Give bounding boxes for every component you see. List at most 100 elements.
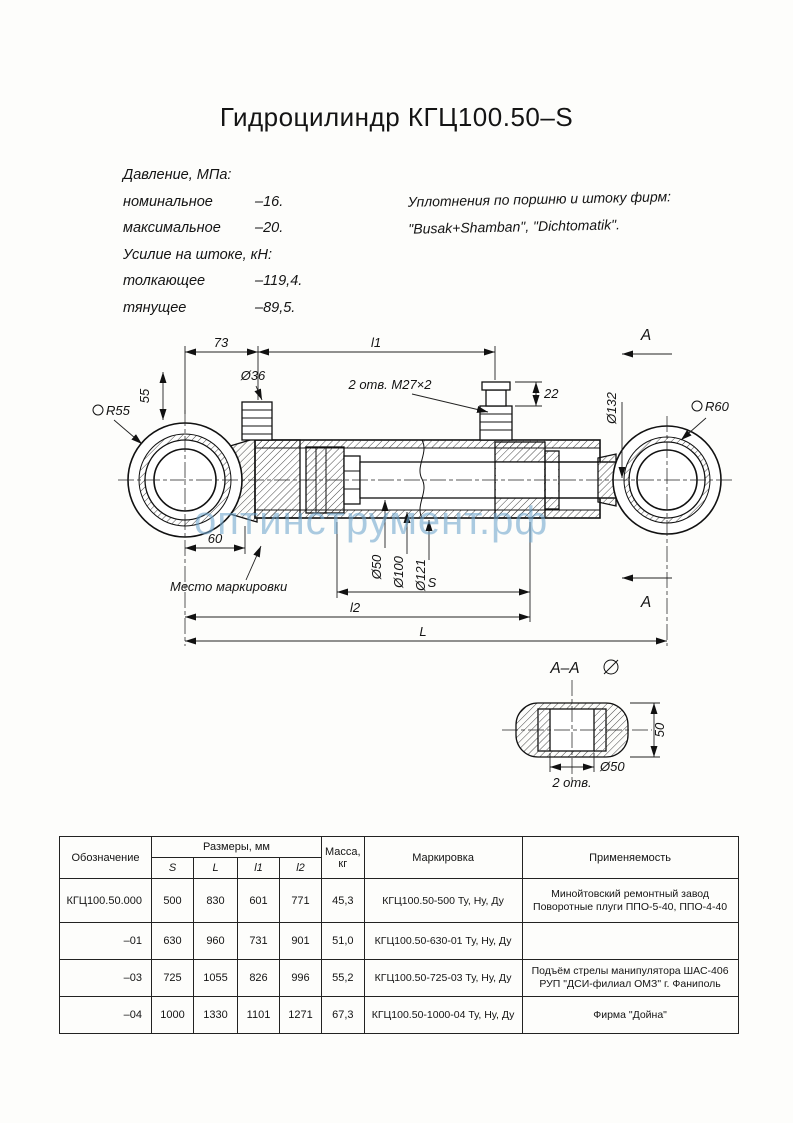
seals-note-line2: "Busak+Shamban", "Dichtomatik". [408, 216, 621, 237]
dim-d121-label: Ø121 [413, 559, 428, 592]
cell-l2: 901 [279, 922, 322, 960]
cell-l: 1055 [193, 959, 238, 997]
header-mass-line2: кг [338, 857, 348, 870]
cell-designation: –01 [59, 922, 152, 960]
page-title: Гидроцилиндр КГЦ100.50–S [219, 102, 574, 132]
nominal-label: номинальное [123, 193, 213, 210]
cell-l2: 1271 [279, 996, 322, 1034]
section-letter-bottom: А [640, 594, 651, 611]
table-row: –03 725 1055 826 996 55,2 КГЦ100.50-725-… [59, 959, 739, 997]
dim-holes-m27-label: 2 отв. М27×2 [347, 377, 432, 392]
pressure-nominal: номинальное –16. [123, 189, 338, 216]
seals-note: Уплотнения по поршню и штоку фирм: "Busa… [407, 183, 672, 243]
application-line2: РУП "ДСИ-филиал ОМЗ" г. Фаниполь [539, 978, 721, 990]
push-value: –119,4. [255, 273, 303, 290]
header-marking: Маркировка [363, 836, 523, 879]
tube-wall-top-hatch [255, 440, 600, 448]
cell-marking: КГЦ100.50-1000-04 Ту, Ну, Ду [363, 996, 523, 1034]
section-dim-d50-label: Ø50 [599, 759, 625, 774]
dim-55-label: 55 [137, 388, 152, 403]
pressure-header-text: Давление, МПа: [123, 167, 232, 183]
application-line1: Подъём стрелы манипулятора ШАС-406 [531, 965, 729, 977]
cell-application: Подъём стрелы манипулятора ШАС-406 РУП "… [521, 959, 739, 997]
roughness-symbol-left [92, 404, 104, 416]
header-s: S [151, 857, 194, 879]
specs-block: Давление, МПа: номинальное –16. максималь… [123, 162, 338, 322]
left-port [241, 401, 273, 441]
r60-label: R60 [705, 399, 730, 414]
cell-designation: КГЦ100.50.000 [59, 878, 152, 923]
header-dimensions: Размеры, мм [151, 836, 322, 858]
force-header-text: Усилие на штоке, кН: [123, 246, 273, 263]
right-port [479, 381, 513, 441]
cell-l: 830 [193, 878, 238, 923]
header-l1: l1 [237, 857, 280, 879]
application-line1: Минойтовский ремонтный завод [551, 887, 710, 900]
roughness-symbol-right [691, 400, 703, 412]
pressure-header: Давление, МПа: [123, 162, 338, 189]
pull-label: тянущее [123, 299, 187, 316]
technical-drawing: 73 l1 55 Ø36 2 отв. М27×2 22 Ø132 R55 R6… [92, 327, 732, 790]
push-label: толкающее [123, 273, 206, 290]
cell-l2: 996 [279, 959, 322, 997]
header-l2: l2 [279, 857, 322, 879]
cell-designation: –04 [59, 996, 152, 1034]
dim-60-label: 60 [208, 531, 223, 546]
pull-value: –89,5. [255, 299, 296, 316]
tube-wall-bottom-hatch [255, 510, 600, 518]
variants-table: Обозначение Размеры, мм Масса, кг Маркир… [59, 836, 739, 1034]
cell-mass: 45,3 [321, 878, 365, 923]
force-push: толкающее –119,4. [123, 268, 338, 295]
dim-73-label: 73 [214, 335, 229, 350]
header-application: Применяемость [521, 836, 739, 879]
cell-l: 1330 [193, 996, 238, 1034]
dimensions [92, 346, 707, 772]
dim-22-label: 22 [543, 386, 559, 401]
break-line [419, 439, 425, 519]
centerlines [118, 410, 732, 780]
r55-label: R55 [106, 403, 131, 418]
dim-l1-label: l1 [371, 335, 381, 350]
cell-marking: КГЦ100.50-725-03 Ту, Ну, Ду [363, 959, 523, 997]
header-mass-line1: Масса, [325, 845, 361, 858]
cell-l2: 771 [279, 878, 322, 923]
cell-marking: КГЦ100.50-500 Ту, Ну, Ду [363, 878, 523, 923]
cell-application [521, 922, 739, 960]
marking-note-label: Место маркировки [170, 579, 287, 594]
pressure-max: максимальное –20. [123, 215, 338, 242]
cell-s: 500 [151, 878, 194, 923]
dim-d100-label: Ø100 [391, 555, 406, 589]
force-header: Усилие на штоке, кН: [123, 242, 338, 269]
section-holes-label: 2 отв. [551, 775, 591, 790]
header-designation: Обозначение [59, 836, 152, 879]
cell-designation: –03 [59, 959, 152, 997]
nominal-value: –16. [255, 193, 284, 210]
seals-note-line1: Уплотнения по поршню и штоку фирм: [407, 188, 672, 210]
application-line2: Поворотные плуги ППО-5-40, ППО-4-40 [533, 900, 728, 913]
table-row: –01 630 960 731 901 51,0 КГЦ100.50-630-0… [59, 922, 739, 960]
variants-table-wrap: Обозначение Размеры, мм Масса, кг Маркир… [59, 836, 739, 1034]
cell-l: 960 [193, 922, 238, 960]
dim-d132-label: Ø132 [604, 391, 619, 425]
dim-d36-label: Ø36 [240, 368, 266, 383]
cell-s: 1000 [151, 996, 194, 1034]
section-dim-50-label: 50 [652, 722, 667, 737]
rear-head [254, 439, 301, 519]
max-value: –20. [255, 220, 284, 237]
cell-mass: 55,2 [321, 959, 365, 997]
cell-mass: 67,3 [321, 996, 365, 1034]
cell-l1: 1101 [237, 996, 280, 1034]
dim-s-label: S [428, 575, 437, 590]
application-line1: Фирма "Дойна" [593, 1008, 667, 1021]
cell-l1: 826 [237, 959, 280, 997]
section-letter-top: А [640, 327, 651, 344]
cell-l1: 731 [237, 922, 280, 960]
max-label: максимальное [123, 220, 221, 237]
dim-l2-label: l2 [350, 600, 361, 615]
cell-marking: КГЦ100.50-630-01 Ту, Ну, Ду [363, 922, 523, 960]
force-pull: тянущее –89,5. [123, 295, 338, 322]
cell-s: 725 [151, 959, 194, 997]
cylinder-main-view [127, 381, 722, 538]
cell-l1: 601 [237, 878, 280, 923]
